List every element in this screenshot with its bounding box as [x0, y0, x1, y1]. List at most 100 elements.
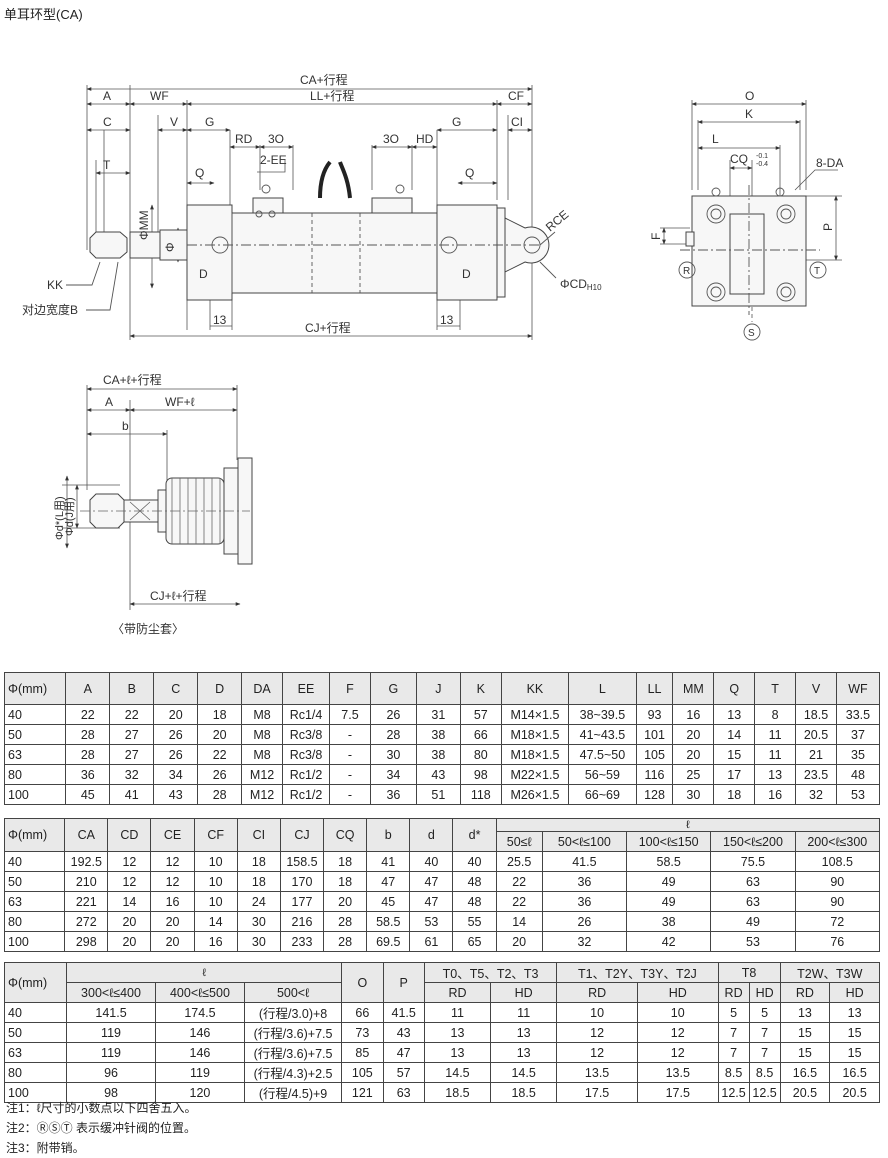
dim-cf: CF: [508, 89, 524, 103]
table-cell: 48: [452, 871, 497, 892]
table-cell: 50: [3, 1022, 68, 1043]
table-cell: 35: [835, 744, 881, 765]
table-cell: 13: [423, 1042, 492, 1063]
side-t: T: [814, 266, 820, 277]
table-cell: 90: [794, 871, 881, 892]
table-cell: -: [329, 744, 371, 765]
table-cell: 57: [382, 1062, 425, 1083]
notes: 注1：ℓ尺寸的小数点以下四舍五入。 注2：ⓇⓈⓉ 表示缓冲针阀的位置。 注3：附…: [6, 1098, 197, 1158]
table-1-header-cell: Q: [713, 672, 756, 705]
table-3-subheader-cell: RD: [779, 982, 831, 1003]
table-cell: 47: [366, 871, 411, 892]
table-cell: 16.5: [829, 1062, 880, 1083]
spec-table-3: Φ(mm) ℓ O P T0、T5、T2、T3 T1、T2Y、T3Y、T2J T…: [3, 962, 881, 1103]
table-cell: 57: [459, 704, 502, 725]
dim-q2: Q: [465, 166, 474, 180]
table-cell: 18: [236, 851, 281, 872]
table-cell: 30: [236, 911, 281, 932]
table-1-header-cell: G: [369, 672, 417, 705]
table-cell: 11: [754, 724, 797, 745]
table-cell: 23.5: [795, 764, 837, 785]
table-cell: 80: [459, 744, 502, 765]
label-b: 对边宽度B: [22, 302, 78, 317]
table-3-group-2: T1、T2Y、T3Y、T2J: [556, 962, 719, 983]
table-cell: 14.5: [423, 1062, 492, 1083]
table-cell: -: [329, 784, 371, 805]
table-cell: 8: [754, 704, 797, 725]
table-cell: 7: [717, 1022, 750, 1043]
table-cell: 28: [369, 724, 417, 745]
table-cell: 13: [829, 1002, 880, 1023]
table-cell: 16.5: [779, 1062, 831, 1083]
table-cell: 12: [556, 1022, 638, 1043]
table-cell: 15: [713, 744, 756, 765]
table-cell: M12: [241, 764, 284, 785]
table-cell: 49: [626, 891, 712, 912]
table-cell: (行程/4.3)+2.5: [243, 1062, 343, 1083]
table-cell: 36: [65, 764, 111, 785]
table-2-cf-header: CF: [193, 818, 238, 852]
table-cell: 210: [64, 871, 109, 892]
table-cell: 105: [341, 1062, 384, 1083]
table-3-phi-header: Φ(mm): [3, 962, 68, 1003]
table-cell: 49: [710, 911, 796, 932]
table-cell: 47: [382, 1042, 425, 1063]
dim-13b: 13: [440, 313, 454, 327]
table-cell: 58.5: [626, 851, 712, 872]
table-cell: 47: [409, 871, 454, 892]
table-cell: Rc3/8: [282, 724, 331, 745]
table-cell: 298: [64, 931, 109, 952]
table-2-subheader-cell: 50<ℓ≤100: [541, 831, 628, 852]
table-cell: 20: [153, 704, 199, 725]
note-3: 注3：附带销。: [6, 1141, 85, 1155]
table-cell: 20: [150, 931, 195, 952]
table-cell: 41: [366, 851, 411, 872]
table-2-subheader-cell: 50≤ℓ: [495, 831, 543, 852]
side-r: R: [683, 266, 690, 277]
table-cell: 7: [717, 1042, 750, 1063]
table-cell: 12: [107, 851, 152, 872]
table-cell: 18.5: [423, 1082, 492, 1103]
table-1-header-cell: C: [153, 672, 199, 705]
table-cell: 174.5: [154, 1002, 245, 1023]
table-cell: 16: [754, 784, 797, 805]
table-cell: 26: [153, 744, 199, 765]
boot-dj: Φd(J用): [64, 497, 76, 536]
table-cell: 30: [236, 931, 281, 952]
side-cq-tol-dn: -0.4: [756, 161, 768, 168]
table-cell: 18: [236, 871, 281, 892]
table-cell: 47.5~50: [568, 744, 637, 765]
table-1-header-cell: V: [795, 672, 837, 705]
table-cell: 28: [65, 724, 111, 745]
side-f: F: [649, 233, 663, 240]
table-1-header-cell: WF: [835, 672, 881, 705]
table-cell: 50: [3, 724, 67, 745]
table-3-subheader-cell: HD: [829, 982, 880, 1003]
table-cell: 16: [193, 931, 238, 952]
table-cell: 41: [109, 784, 155, 805]
table-3-subheader-cell: 400<ℓ≤500: [154, 982, 245, 1003]
table-cell: 41~43.5: [568, 724, 637, 745]
table-cell: 15: [829, 1042, 880, 1063]
table-cell: 13: [713, 704, 756, 725]
table-cell: 10: [636, 1002, 719, 1023]
table-cell: 28: [197, 784, 243, 805]
table-cell: 118: [459, 784, 502, 805]
table-2-l-group: ℓ: [495, 818, 881, 832]
table-1-header-cell: EE: [282, 672, 331, 705]
table-cell: 80: [3, 764, 67, 785]
table-2-cj-header: CJ: [279, 818, 325, 852]
table-cell: 43: [153, 784, 199, 805]
dim-phi: Φ: [163, 242, 177, 252]
table-cell: 13: [490, 1022, 558, 1043]
table-cell: 85: [341, 1042, 384, 1063]
table-cell: M22×1.5: [500, 764, 570, 785]
dim-g1: G: [205, 115, 214, 129]
table-1-header-cell: T: [754, 672, 797, 705]
table-1-header-cell: L: [568, 672, 637, 705]
table-cell: 96: [66, 1062, 156, 1083]
